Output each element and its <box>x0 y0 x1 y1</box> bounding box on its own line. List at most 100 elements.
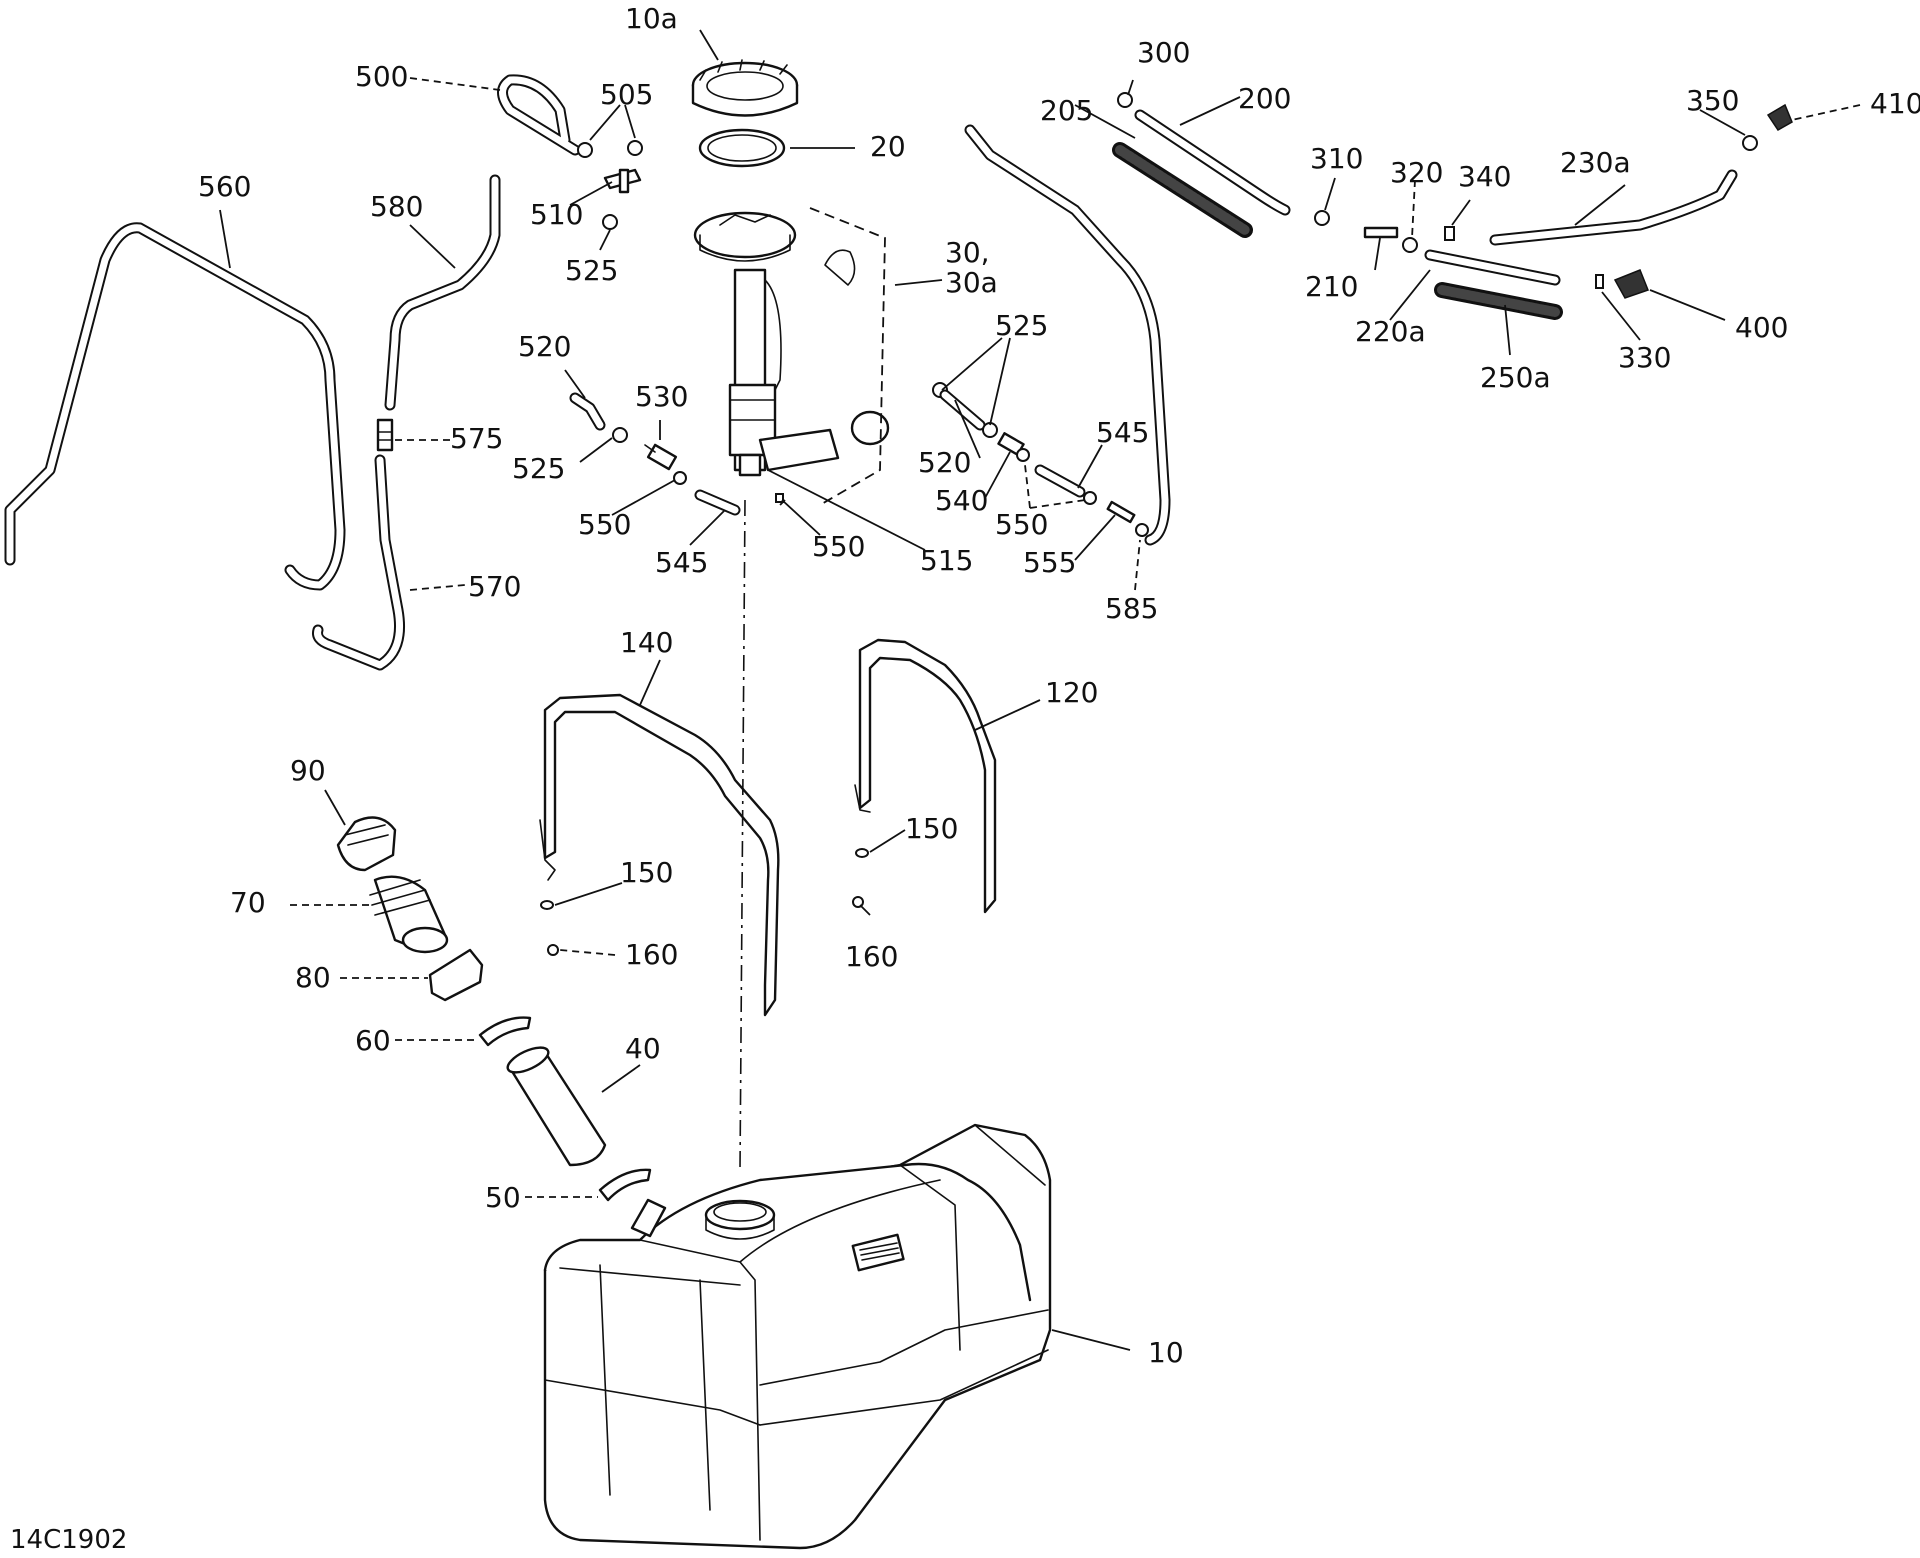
callout-525-right: 525 <box>995 309 1048 342</box>
callout-505: 505 <box>600 78 653 111</box>
callout-150-right: 150 <box>905 812 958 845</box>
callout-150-left: 150 <box>620 856 673 889</box>
hose-500 <box>497 74 581 156</box>
clamp-300 <box>1117 92 1133 108</box>
callout-10a: 10a <box>625 2 678 35</box>
connector-555 <box>1106 500 1136 524</box>
callout-520-right: 520 <box>918 446 971 479</box>
callout-550-mid: 550 <box>812 530 865 563</box>
callout-120: 120 <box>1045 676 1098 709</box>
callout-320: 320 <box>1390 156 1443 189</box>
clip-505-a <box>577 142 593 158</box>
callout-560: 560 <box>198 170 251 203</box>
clip-550-right-b <box>1083 491 1097 505</box>
callout-60: 60 <box>355 1024 391 1057</box>
clamp-320 <box>1402 237 1418 253</box>
callout-50: 50 <box>485 1181 521 1214</box>
filler-nut <box>428 948 484 1002</box>
clamp-60 <box>478 1016 532 1047</box>
long-hose-main <box>964 124 1171 546</box>
clip-550-mid <box>775 493 784 503</box>
callout-575: 575 <box>450 422 503 455</box>
callout-400: 400 <box>1735 311 1788 344</box>
clamp-330 <box>1595 274 1604 289</box>
clip-585 <box>1135 523 1149 537</box>
fuel-pump-assembly <box>693 207 890 506</box>
assembly-centerline <box>739 499 746 1171</box>
callout-515: 515 <box>920 544 973 577</box>
callout-210: 210 <box>1305 270 1358 303</box>
callout-525-top: 525 <box>565 254 618 287</box>
callout-585: 585 <box>1105 592 1158 625</box>
hose-200 <box>1134 109 1291 216</box>
callout-160-right: 160 <box>845 940 898 973</box>
washer-150-right <box>855 848 869 858</box>
clip-550-right-a <box>1016 448 1030 462</box>
callout-530: 530 <box>635 380 688 413</box>
filler-hose <box>506 1046 607 1167</box>
clip-505-b <box>627 140 643 156</box>
callout-350: 350 <box>1686 84 1739 117</box>
callout-340: 340 <box>1458 160 1511 193</box>
nut-160-left <box>547 944 559 956</box>
callout-90: 90 <box>290 754 326 787</box>
callout-330: 330 <box>1618 341 1671 374</box>
connector-210 <box>1363 226 1399 239</box>
callout-545-left: 545 <box>655 546 708 579</box>
valve-400 <box>1613 269 1649 299</box>
callout-30: 30, <box>945 236 990 269</box>
callout-10: 10 <box>1148 1336 1184 1369</box>
hose-580 <box>384 174 501 411</box>
callout-500: 500 <box>355 60 408 93</box>
connector-575 <box>376 418 394 452</box>
clamp-340 <box>1444 226 1455 241</box>
fuel-cap <box>336 816 397 872</box>
callout-205: 205 <box>1040 94 1093 127</box>
valve-530 <box>644 443 678 471</box>
callout-555: 555 <box>1023 546 1076 579</box>
filler-neck <box>369 875 449 954</box>
callout-20: 20 <box>870 130 906 163</box>
strap-120 <box>854 638 997 914</box>
washer-150-left <box>540 900 554 910</box>
callout-570: 570 <box>468 570 521 603</box>
hose-230a <box>1489 169 1738 246</box>
callout-410: 410 <box>1870 87 1920 120</box>
callout-40: 40 <box>625 1032 661 1065</box>
gasket <box>698 128 786 168</box>
callout-250a: 250a <box>1480 361 1551 394</box>
callout-220a: 220a <box>1355 315 1426 348</box>
callout-540: 540 <box>935 484 988 517</box>
callout-80: 80 <box>295 961 331 994</box>
hose-220a <box>1424 249 1561 286</box>
callout-70: 70 <box>230 886 266 919</box>
callout-580: 580 <box>370 190 423 223</box>
callout-140: 140 <box>620 626 673 659</box>
callout-520-left: 520 <box>518 330 571 363</box>
hose-560 <box>4 222 346 591</box>
diagram-id: 14C1902 <box>10 1525 127 1555</box>
callout-550-left: 550 <box>578 508 631 541</box>
callout-545-right: 545 <box>1096 416 1149 449</box>
clip-525-left <box>612 427 628 443</box>
fitting-410 <box>1766 103 1793 131</box>
callout-160-left: 160 <box>625 938 678 971</box>
callout-300: 300 <box>1137 36 1190 69</box>
tee-fitting-510 <box>603 168 642 194</box>
clip-525-right-b <box>982 422 998 438</box>
callout-510: 510 <box>530 198 583 231</box>
callout-310: 310 <box>1310 142 1363 175</box>
callout-30a: 30a <box>945 266 998 299</box>
hose-205 <box>1112 142 1253 238</box>
hose-250a <box>1434 282 1563 320</box>
clamp-310 <box>1314 210 1330 226</box>
callout-550-right: 550 <box>995 508 1048 541</box>
strap-140 <box>539 693 780 1017</box>
clip-550-left <box>673 471 687 485</box>
callout-200: 200 <box>1238 82 1291 115</box>
clip-525-top <box>602 214 618 230</box>
callout-230a: 230a <box>1560 146 1631 179</box>
callout-labels: 10a 20 500 505 510 525 560 580 575 570 5… <box>10 2 1920 1555</box>
callout-525-left: 525 <box>512 452 565 485</box>
